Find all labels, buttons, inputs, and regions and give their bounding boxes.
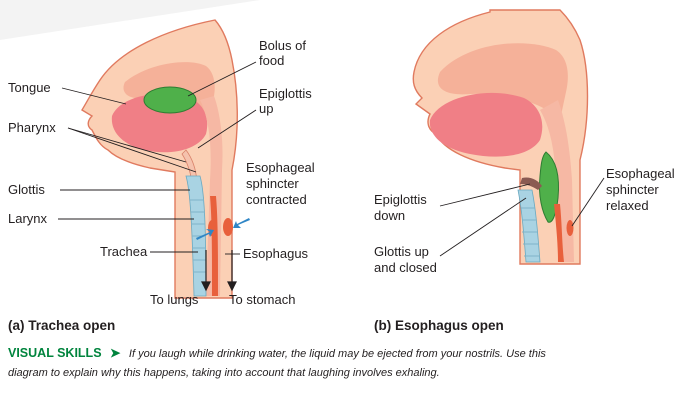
visual-skills-arrow-icon: ➤ bbox=[110, 346, 121, 360]
caption-panel-a: (a) Trachea open bbox=[8, 318, 115, 333]
label-esophageal-sphincter-relaxed: Esophageal sphincter relaxed bbox=[606, 166, 678, 213]
label-larynx: Larynx bbox=[8, 211, 48, 226]
panel-a-sphincter bbox=[223, 218, 233, 236]
visual-skills-line-1: VISUAL SKILLS ➤ If you laugh while drink… bbox=[8, 344, 546, 361]
label-pharynx: Pharynx bbox=[8, 120, 56, 135]
label-bolus-of-food: Bolus of food bbox=[259, 38, 310, 68]
label-to-lungs: To lungs bbox=[150, 292, 199, 307]
label-to-stomach: To stomach bbox=[229, 292, 295, 307]
label-glottis: Glottis bbox=[8, 182, 45, 197]
label-epiglottis-up: Epiglottis up bbox=[259, 86, 315, 116]
label-epiglottis-down: Epiglottis down bbox=[374, 192, 430, 223]
panel-b-sphincter bbox=[567, 220, 574, 236]
caption-panel-b: (b) Esophagus open bbox=[374, 318, 504, 333]
label-trachea: Trachea bbox=[100, 244, 148, 259]
label-esophagus: Esophagus bbox=[243, 246, 309, 261]
visual-skills-line-2: diagram to explain why this happens, tak… bbox=[8, 367, 440, 379]
panel-a-bolus bbox=[144, 87, 196, 113]
visual-skills-text-1: If you laugh while drinking water, the l… bbox=[129, 348, 546, 360]
panel-b-illustration bbox=[413, 10, 587, 264]
panel-a-blue-arrow-right bbox=[233, 218, 250, 228]
label-glottis-up-closed: Glottis up and closed bbox=[374, 244, 437, 275]
label-esophageal-sphincter-contracted: Esophageal sphincter contracted bbox=[246, 160, 318, 207]
label-tongue: Tongue bbox=[8, 80, 51, 95]
visual-skills-heading: VISUAL SKILLS bbox=[8, 346, 102, 360]
